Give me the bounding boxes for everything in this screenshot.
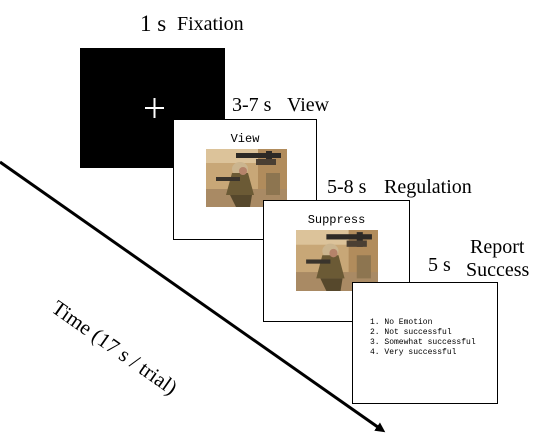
regulation-stage-label: Regulation — [384, 176, 472, 198]
report-stage-label-line2: Success — [466, 259, 530, 281]
report-stage-label-line1: Report — [470, 236, 525, 258]
regulation-duration-label: 5-8 s — [327, 176, 367, 198]
report-option: 4. Very successful — [370, 348, 457, 357]
regulation-screen-text: Suppress — [307, 213, 366, 227]
view-screen-text: View — [230, 132, 260, 146]
view-stage-label: View — [287, 94, 330, 116]
view-duration-label: 3-7 s — [232, 94, 272, 116]
report-options-list: 1. No Emotion 2. Not successful 3. Somew… — [370, 318, 476, 358]
regulation-screen: Suppress — [263, 200, 410, 322]
stimulus-image — [206, 149, 287, 207]
soldier-photo-icon — [206, 149, 287, 207]
fixation-cross-icon — [145, 98, 164, 118]
report-screen: 1. No Emotion 2. Not successful 3. Somew… — [352, 282, 498, 404]
fixation-duration-label: 1 s — [140, 11, 167, 36]
report-duration-label: 5 s — [428, 254, 451, 276]
fixation-stage-label: Fixation — [177, 13, 244, 35]
report-option: 3. Somewhat successful — [370, 338, 476, 347]
report-option: 2. Not successful — [370, 328, 452, 337]
report-option: 1. No Emotion — [370, 318, 433, 327]
